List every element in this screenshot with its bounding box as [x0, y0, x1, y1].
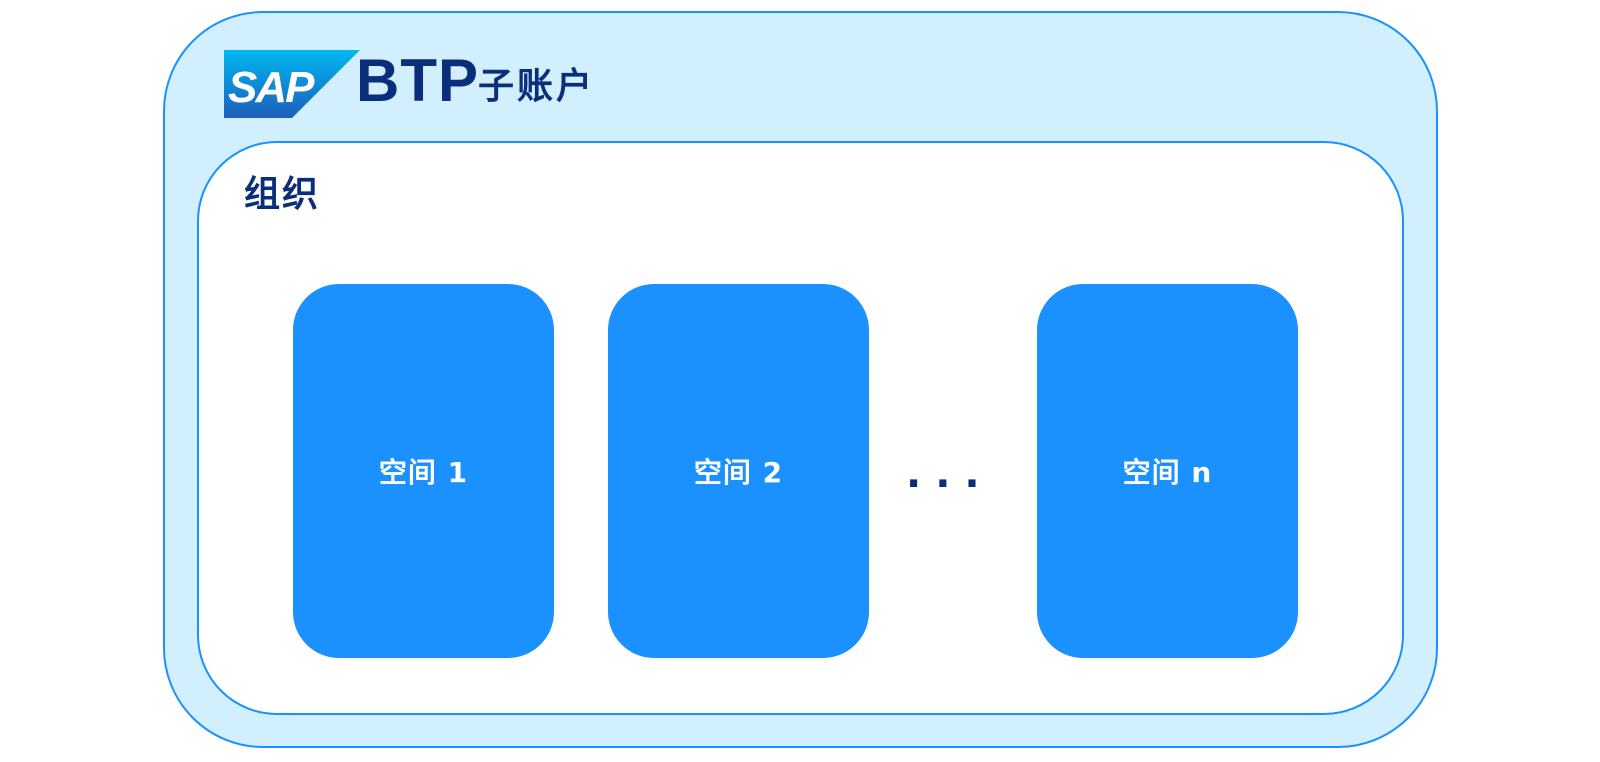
space-label: 空间 2 — [693, 456, 784, 489]
space-box-n: 空间 n — [1037, 284, 1298, 658]
space-label: 空间 n — [1122, 456, 1213, 489]
organization-label: 组织 — [244, 174, 321, 215]
subaccount-label: 子账户 — [478, 66, 596, 107]
space-label: 空间 1 — [378, 456, 469, 489]
ellipsis: ... — [906, 451, 994, 497]
space-box-1: 空间 1 — [293, 284, 554, 658]
sap-logo: SAP — [224, 50, 360, 118]
product-name: BTP — [356, 47, 479, 114]
space-box-2: 空间 2 — [608, 284, 869, 658]
svg-text:SAP: SAP — [228, 63, 315, 112]
